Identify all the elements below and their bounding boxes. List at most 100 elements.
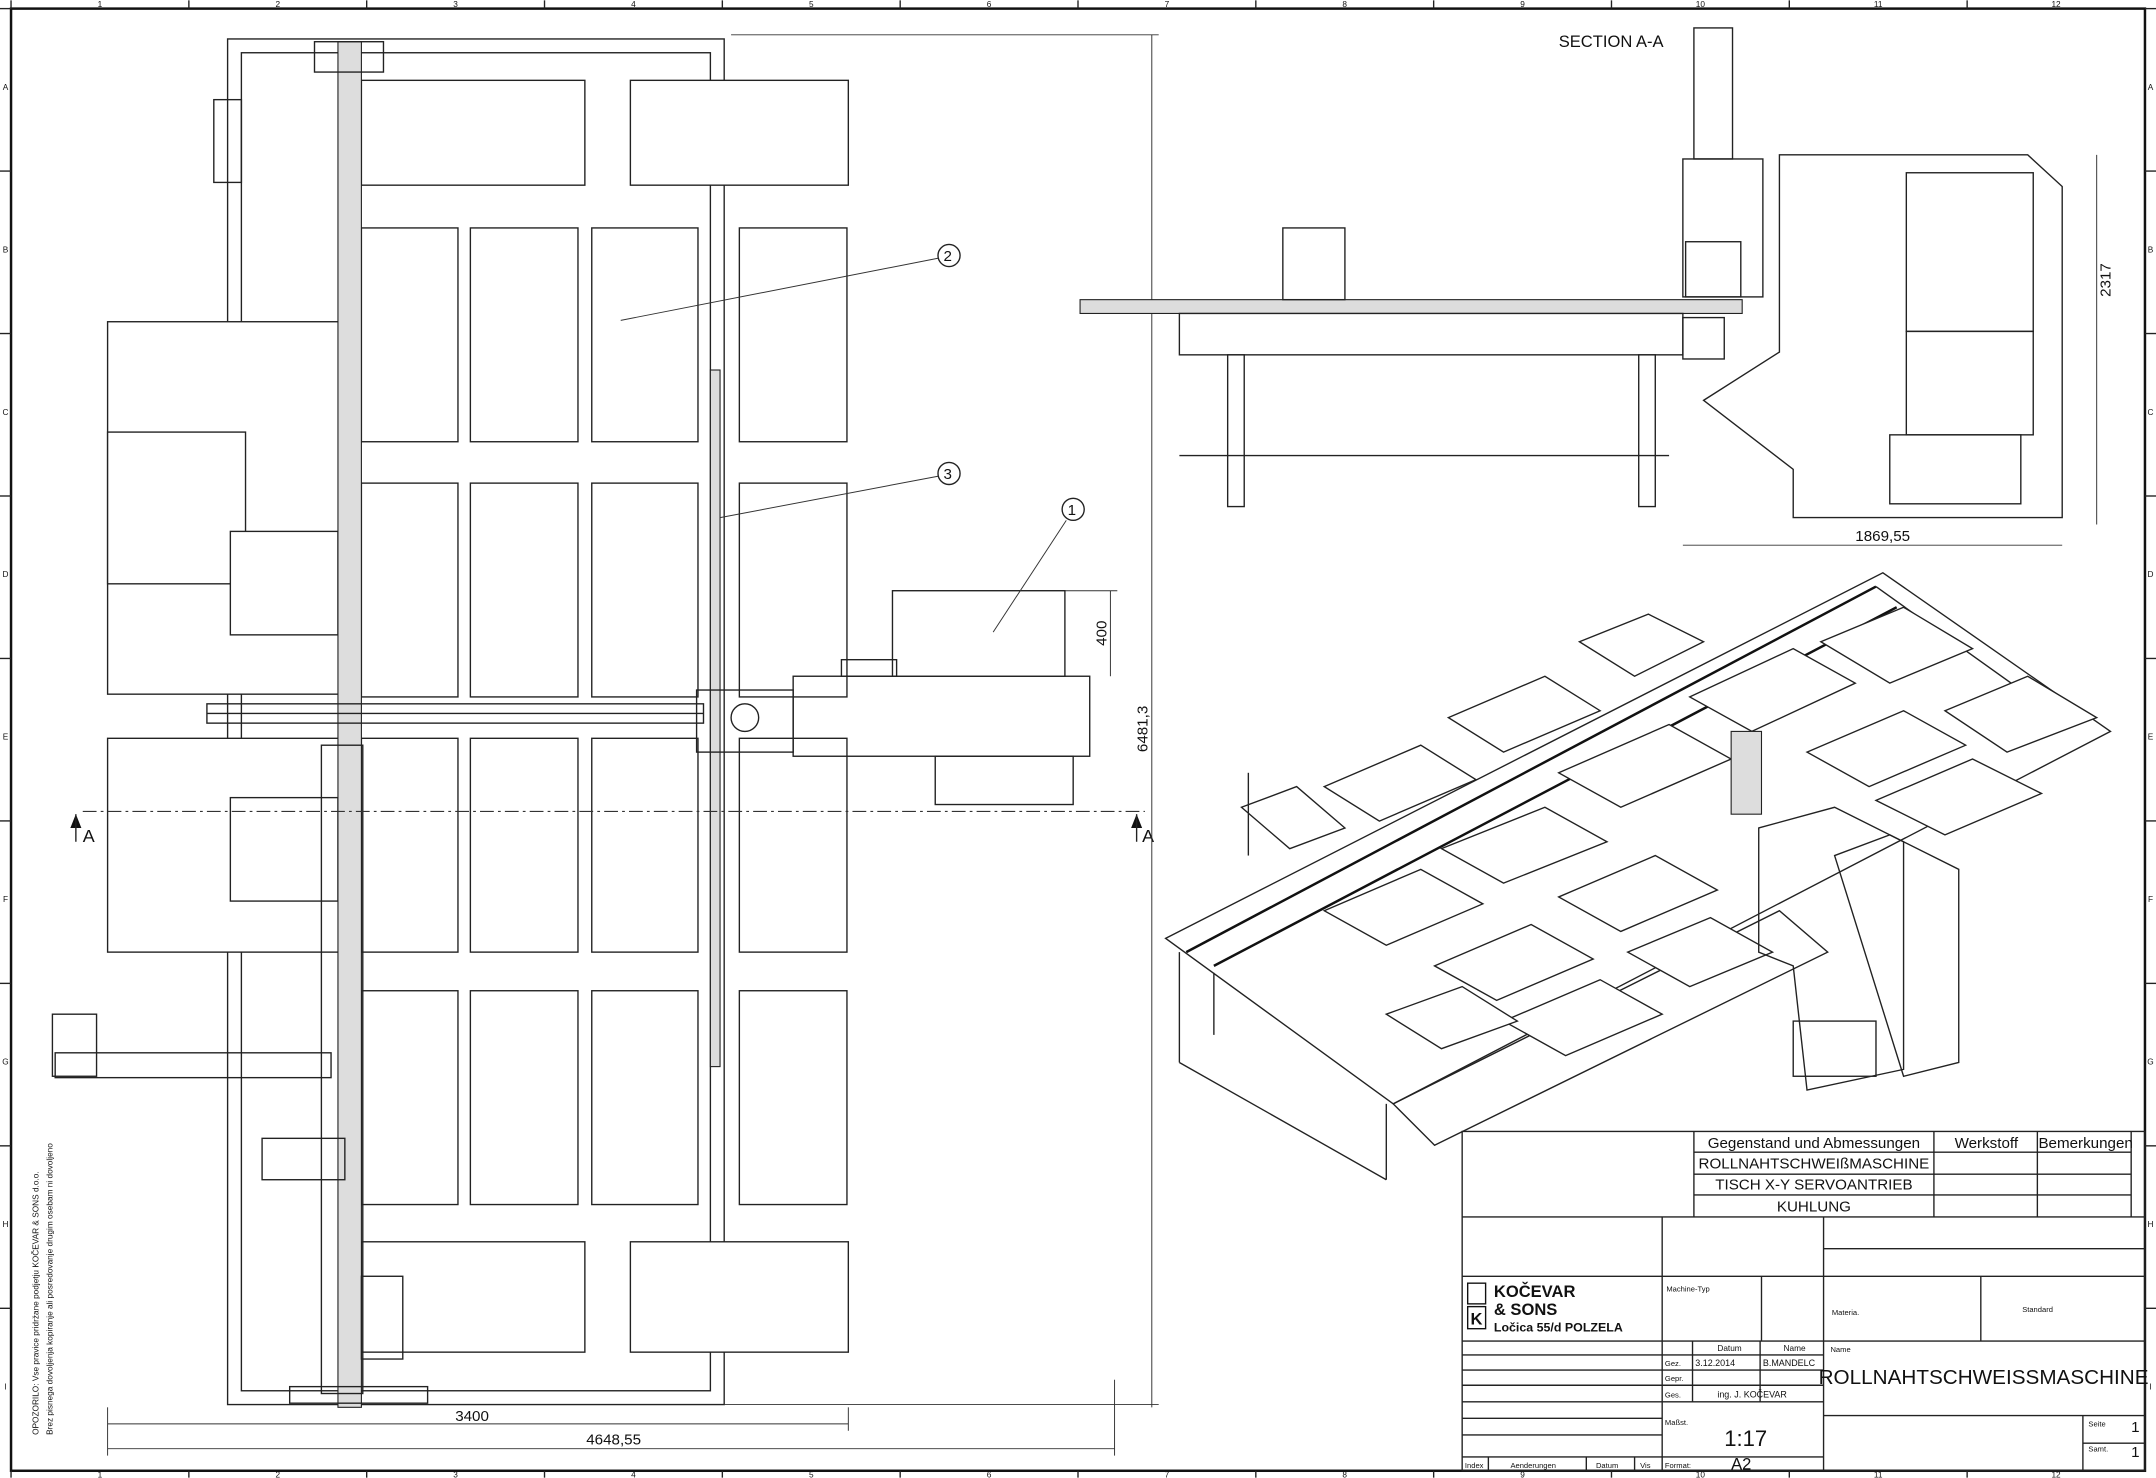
zone-label: A xyxy=(2148,83,2154,92)
zone-label: 7 xyxy=(1165,0,1170,9)
zone-label: 4 xyxy=(631,1471,636,1478)
row-label: Gez. xyxy=(1665,1359,1681,1368)
zone-label: 4 xyxy=(631,0,636,9)
plan-view: A A 3400 4648,55 6481,3 400 2 3 1 OPOZOR… xyxy=(31,34,1159,1456)
zone-label: H xyxy=(3,1220,9,1229)
zone-label: I xyxy=(4,1383,6,1392)
balloon-label: 1 xyxy=(1068,502,1076,519)
section-marker-text: A xyxy=(83,826,95,846)
zone-label: 11 xyxy=(1874,1471,1883,1478)
company-logo: K xyxy=(1466,1282,1487,1330)
company-name-line2: & SONS xyxy=(1494,1300,1557,1319)
company-name-line1: KOČEVAR xyxy=(1494,1282,1576,1301)
svg-text:K: K xyxy=(1470,1310,1482,1329)
dim-table-width: 3400 xyxy=(455,1408,489,1425)
zone-label: 9 xyxy=(1520,1471,1525,1478)
zone-label: C xyxy=(2147,408,2153,417)
dim-box-height: 400 xyxy=(1093,621,1110,646)
section-view: SECTION A-A 2317 1869,55 xyxy=(1079,27,2114,546)
zone-label: 2 xyxy=(275,1471,280,1478)
section-label: SECTION A-A xyxy=(1559,32,1664,51)
section-marker-text: A xyxy=(1142,826,1154,846)
zone-label: A xyxy=(3,83,9,92)
zone-label: 7 xyxy=(1165,1471,1170,1478)
zone-label: F xyxy=(3,895,8,904)
revision-header: Datum xyxy=(1596,1461,1618,1470)
zone-label: I xyxy=(2149,1383,2151,1392)
part-1: ROLLNAHTSCHWEIßMASCHINE xyxy=(1699,1156,1930,1173)
zone-label: 12 xyxy=(2051,1471,2061,1478)
zone-label: D xyxy=(2147,570,2153,579)
sheet-label: Seite xyxy=(2088,1420,2105,1429)
balloon-1: 1 xyxy=(992,497,1085,633)
zone-label: 8 xyxy=(1342,1471,1347,1478)
row-label: Gepr. xyxy=(1665,1374,1684,1383)
zone-label: 2 xyxy=(275,0,280,9)
dim-section-height: 2317 xyxy=(2097,263,2114,297)
parts-header-item: Gegenstand und Abmessungen xyxy=(1708,1135,1920,1152)
part-2: TISCH X-Y SERVOANTRIEB xyxy=(1715,1176,1912,1193)
revision-header: Index xyxy=(1465,1461,1484,1470)
dim-total-width: 4648,55 xyxy=(586,1432,641,1449)
title-block: Gegenstand und Abmessungen Werkstoff Bem… xyxy=(1461,1130,2149,1473)
section-marker-right: A xyxy=(1131,814,1154,846)
section-marker-left: A xyxy=(70,814,95,846)
zone-label: 10 xyxy=(1696,1471,1706,1478)
name-label: Name xyxy=(1830,1345,1850,1354)
name-header: Name xyxy=(1784,1344,1806,1353)
zone-label: 5 xyxy=(809,0,814,9)
zone-label: B xyxy=(2148,245,2154,254)
balloon-2: 2 xyxy=(620,243,961,321)
scale-label: Maßst. xyxy=(1665,1418,1688,1427)
revision-header: Aenderungen xyxy=(1510,1461,1556,1470)
zone-label: 12 xyxy=(2051,0,2061,9)
dim-total-height: 6481,3 xyxy=(1135,706,1152,752)
zone-label: 9 xyxy=(1520,0,1525,9)
zone-label: 3 xyxy=(453,0,458,9)
sheet-value: 1 xyxy=(2131,1419,2139,1436)
row-name: ing. J. KOČEVAR xyxy=(1717,1390,1787,1400)
balloon-label: 2 xyxy=(944,248,952,265)
zone-label: 1 xyxy=(98,0,103,9)
row-label: Ges. xyxy=(1665,1391,1681,1400)
zone-label: G xyxy=(2147,1058,2153,1067)
copyright-note-line2: Brez pisnega dovoljenja kopiranje ali po… xyxy=(45,1143,54,1435)
zone-label: 3 xyxy=(453,1471,458,1478)
sheets-label: Samt. xyxy=(2088,1444,2108,1453)
date-header: Datum xyxy=(1717,1344,1741,1353)
zone-label: G xyxy=(2,1058,8,1067)
zone-label: 11 xyxy=(1874,0,1883,9)
balloon-label: 3 xyxy=(944,466,952,483)
dim-section-width: 1869,55 xyxy=(1855,528,1910,545)
zone-label: E xyxy=(3,733,9,742)
zone-label: E xyxy=(2148,733,2154,742)
parts-header-remarks: Bemerkungen xyxy=(2038,1135,2132,1152)
zone-label: 6 xyxy=(987,1471,992,1478)
sheets-value: 1 xyxy=(2131,1444,2139,1461)
row-name: B.MANDELC xyxy=(1763,1358,1816,1368)
isometric-view xyxy=(1164,571,2112,1181)
zone-label: H xyxy=(2147,1220,2153,1229)
part-3: KUHLUNG xyxy=(1777,1198,1851,1215)
zone-label: C xyxy=(3,408,9,417)
revision-header: Vis xyxy=(1640,1461,1651,1470)
standard-label: Standard xyxy=(2022,1305,2053,1314)
zone-label: 5 xyxy=(809,1471,814,1478)
parts-header-material: Werkstoff xyxy=(1955,1135,2019,1152)
machine-type-label: Machine-Typ xyxy=(1666,1284,1709,1293)
zone-label: 6 xyxy=(987,0,992,9)
zone-label: 8 xyxy=(1342,0,1347,9)
zone-label: B xyxy=(3,245,9,254)
zone-label: F xyxy=(2148,895,2153,904)
scale-value: 1:17 xyxy=(1724,1426,1767,1451)
drawing-name: ROLLNAHTSCHWEISSMASCHINE xyxy=(1819,1366,2149,1389)
company-address: Ločica 55/d POLZELA xyxy=(1494,1320,1623,1334)
format-label: Format: xyxy=(1665,1461,1691,1470)
zone-label: D xyxy=(3,570,9,579)
balloon-3: 3 xyxy=(719,461,961,519)
format-value: A2 xyxy=(1731,1454,1751,1473)
zone-label: 1 xyxy=(98,1471,103,1478)
copyright-note-line1: OPOZORILO: Vse pravice pridržane podjetj… xyxy=(31,1171,41,1435)
